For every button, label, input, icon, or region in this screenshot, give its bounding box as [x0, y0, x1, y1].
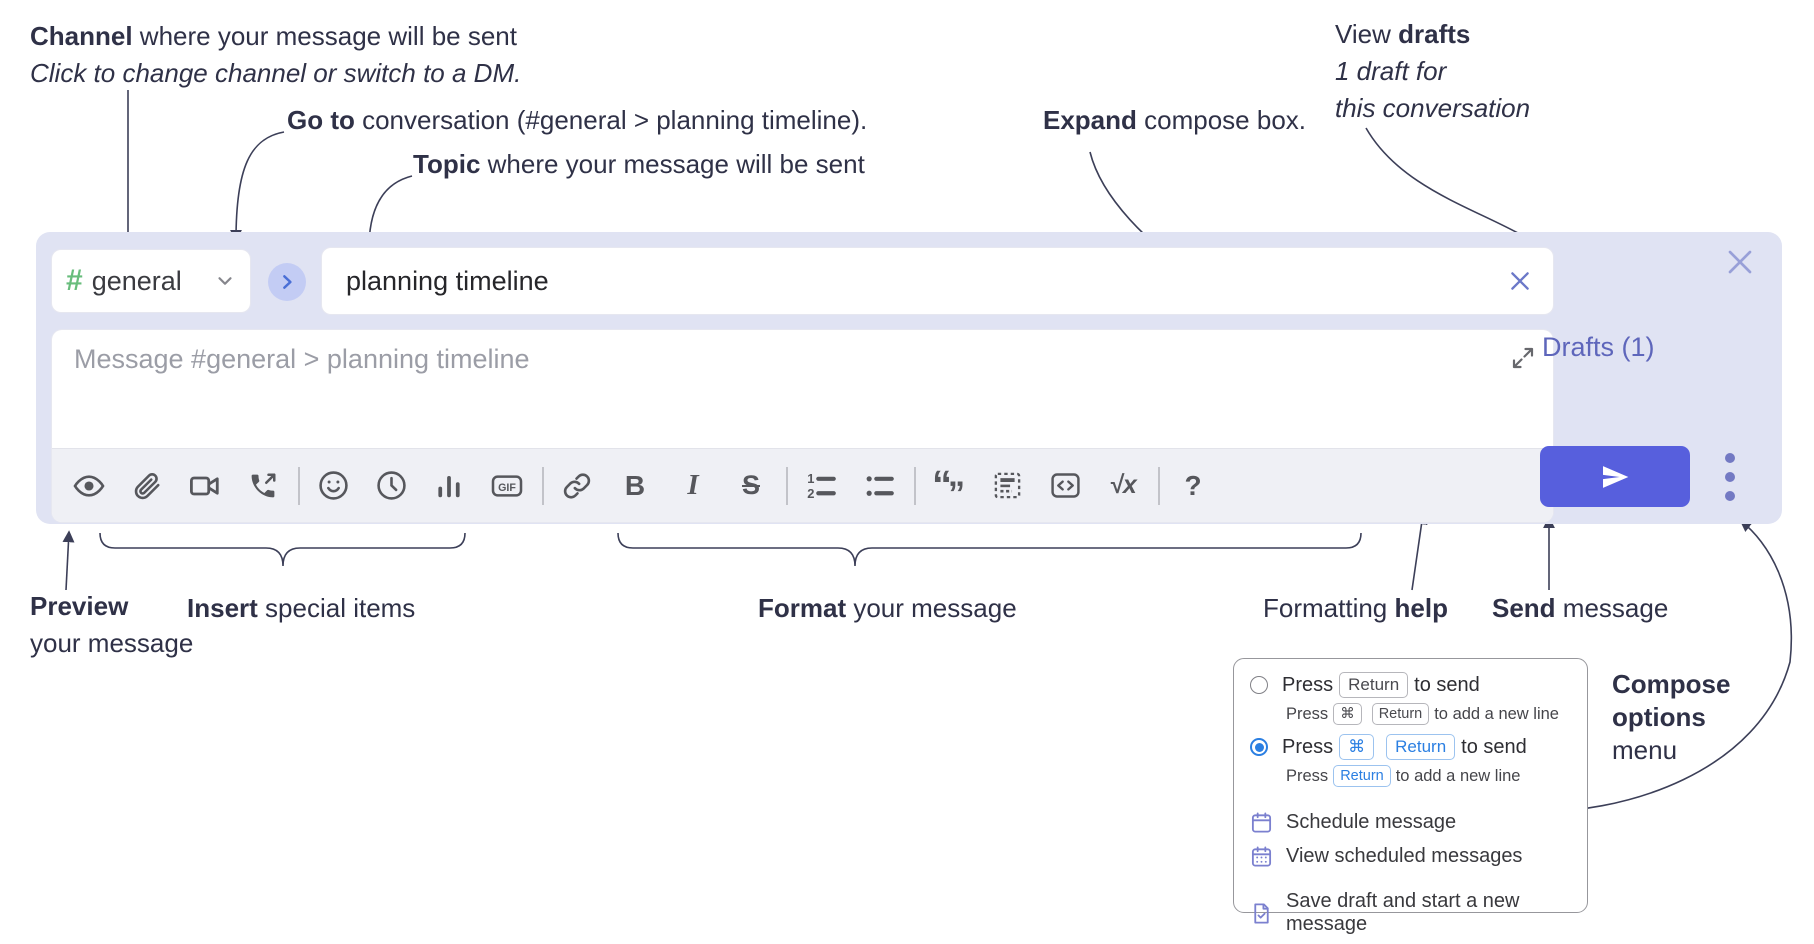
- message-box: Message #general > planning timeline: [52, 330, 1553, 522]
- svg-text:2: 2: [807, 486, 814, 501]
- topic-input[interactable]: planning timeline: [322, 248, 1553, 314]
- key-cmd: ⌘: [1339, 734, 1375, 760]
- send-shortcut-option-enter[interactable]: Press Return to send: [1234, 669, 1587, 701]
- go-to-annotation: Go to conversation (#general > planning …: [287, 105, 868, 135]
- clear-topic-icon[interactable]: [1507, 268, 1533, 294]
- go-to-conversation-button[interactable]: [268, 263, 306, 301]
- toolbar-separator: [786, 466, 788, 505]
- channel-hash-icon: #: [66, 264, 83, 297]
- toolbar-separator: [298, 466, 300, 505]
- compose-options-menu: Press Return to send Press ⌘ Return to a…: [1233, 658, 1588, 935]
- send-annotation: Send message: [1492, 593, 1669, 623]
- add-voice-call-icon[interactable]: [246, 466, 280, 506]
- send-shortcut-option-cmd-enter-sub: Press Return to add a new line: [1234, 763, 1587, 793]
- chevron-right-icon: [283, 275, 292, 289]
- preview-annotation: Preview your message: [30, 591, 194, 658]
- calendar-grid-icon: [1250, 844, 1274, 868]
- channel-selector[interactable]: # general: [52, 250, 250, 312]
- key-return: Return: [1339, 672, 1409, 698]
- strikethrough-icon[interactable]: S: [741, 470, 760, 500]
- preview-icon[interactable]: [72, 466, 106, 506]
- formatting-help-icon[interactable]: ?: [1184, 469, 1202, 501]
- compose-box: # general planning timeline Message #gen…: [36, 232, 1782, 524]
- toolbar-separator: [542, 466, 544, 505]
- toolbar-separator: [1158, 466, 1160, 505]
- expand-compose-icon[interactable]: [1511, 346, 1535, 370]
- key-return: Return: [1386, 734, 1456, 760]
- calendar-icon: [1250, 810, 1274, 834]
- emoji-icon[interactable]: [316, 466, 350, 506]
- chevron-down-icon: [218, 277, 232, 285]
- menu-item-view-scheduled-messages[interactable]: View scheduled messages: [1234, 839, 1587, 873]
- message-placeholder: Message #general > planning timeline: [74, 344, 530, 374]
- svg-text:GIF: GIF: [498, 481, 516, 493]
- send-icon: [1603, 465, 1629, 488]
- view-drafts-annotation: View drafts 1 draft for this conversatio…: [1335, 19, 1531, 123]
- drafts-link[interactable]: Drafts (1): [1542, 332, 1655, 362]
- insert-annotation: Insert special items: [187, 593, 416, 623]
- topic-annotation: Topic where your message will be sent: [413, 149, 865, 179]
- message-input[interactable]: Message #general > planning timeline: [52, 330, 1553, 448]
- compose-options-button[interactable]: [1708, 448, 1752, 506]
- vertical-dots-icon: [1725, 453, 1735, 501]
- bulleted-list-icon[interactable]: [862, 466, 896, 506]
- key-return: Return: [1371, 703, 1430, 725]
- format-annotation: Format your message: [758, 593, 1017, 623]
- toolbar-separator: [914, 466, 916, 505]
- attach-file-icon[interactable]: [130, 466, 164, 506]
- math-icon[interactable]: √x: [1109, 471, 1137, 499]
- italic-icon[interactable]: I: [687, 469, 699, 501]
- radio-selected[interactable]: [1250, 738, 1268, 756]
- channel-annotation: Channel where your message will be sent …: [30, 21, 522, 88]
- compose-options-annotation: Compose options menu: [1612, 669, 1731, 765]
- radio-unselected[interactable]: [1250, 676, 1268, 694]
- send-button[interactable]: [1540, 446, 1690, 507]
- link-icon[interactable]: [560, 466, 594, 506]
- quote-icon[interactable]: “”: [932, 462, 965, 513]
- poll-icon[interactable]: [432, 466, 466, 506]
- menu-item-save-draft[interactable]: Save draft and start a new message: [1234, 885, 1587, 941]
- send-shortcut-option-enter-sub: Press ⌘ Return to add a new line: [1234, 701, 1587, 731]
- send-shortcut-option-cmd-enter[interactable]: Press ⌘ Return to send: [1234, 731, 1587, 763]
- bold-icon[interactable]: B: [624, 469, 646, 501]
- key-cmd: ⌘: [1333, 703, 1362, 725]
- gif-icon[interactable]: GIF: [490, 466, 524, 506]
- expand-annotation: Expand compose box.: [1043, 105, 1307, 135]
- close-compose-icon[interactable]: [1724, 246, 1756, 278]
- add-video-call-icon[interactable]: [188, 466, 222, 506]
- save-draft-icon: [1250, 901, 1274, 925]
- add-global-time-icon[interactable]: [374, 466, 408, 506]
- menu-item-schedule-message[interactable]: Schedule message: [1234, 805, 1587, 839]
- formatting-help-annotation: Formatting help: [1263, 593, 1448, 623]
- code-icon[interactable]: [1048, 466, 1082, 506]
- key-return: Return: [1333, 765, 1391, 787]
- svg-text:1: 1: [807, 471, 814, 486]
- spoiler-icon[interactable]: [990, 466, 1024, 506]
